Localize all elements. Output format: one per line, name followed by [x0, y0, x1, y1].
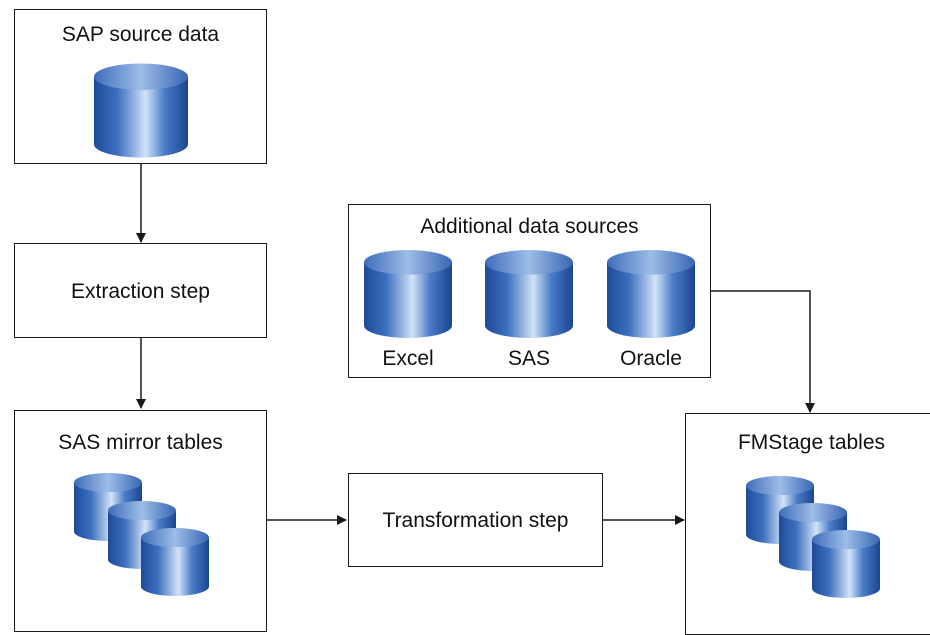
- arrow-additional-to-fmstage: [710, 290, 815, 413]
- additional-data-sources-title: Additional data sources: [420, 215, 639, 238]
- database-icon: [94, 63, 188, 158]
- extraction-step-title: Extraction step: [71, 280, 210, 303]
- sas-mirror-tables-box: SAS mirror tables: [14, 410, 267, 632]
- source-label-excel: Excel: [382, 347, 434, 370]
- sas-database-icon: [482, 250, 576, 338]
- transformation-step-box: Transformation step: [348, 473, 603, 567]
- fmstage-tables-box: FMStage tables: [685, 413, 930, 635]
- transformation-step-title: Transformation step: [382, 509, 569, 532]
- source-label-oracle: Oracle: [620, 347, 682, 370]
- sap-source-data-box: SAP source data: [14, 9, 267, 164]
- fmstage-table-icon-3: [808, 530, 884, 598]
- mirror-table-icon-3: [137, 528, 213, 596]
- source-label-sas: SAS: [507, 347, 551, 370]
- additional-data-sources-box: Additional data sources Excel SAS Oracle: [348, 204, 711, 378]
- sas-mirror-tables-title: SAS mirror tables: [58, 431, 223, 454]
- sap-source-data-title: SAP source data: [61, 23, 220, 46]
- excel-database-icon: [361, 250, 455, 338]
- extraction-step-box: Extraction step: [14, 243, 267, 338]
- fmstage-tables-title: FMStage tables: [737, 431, 886, 454]
- oracle-database-icon: [604, 250, 698, 338]
